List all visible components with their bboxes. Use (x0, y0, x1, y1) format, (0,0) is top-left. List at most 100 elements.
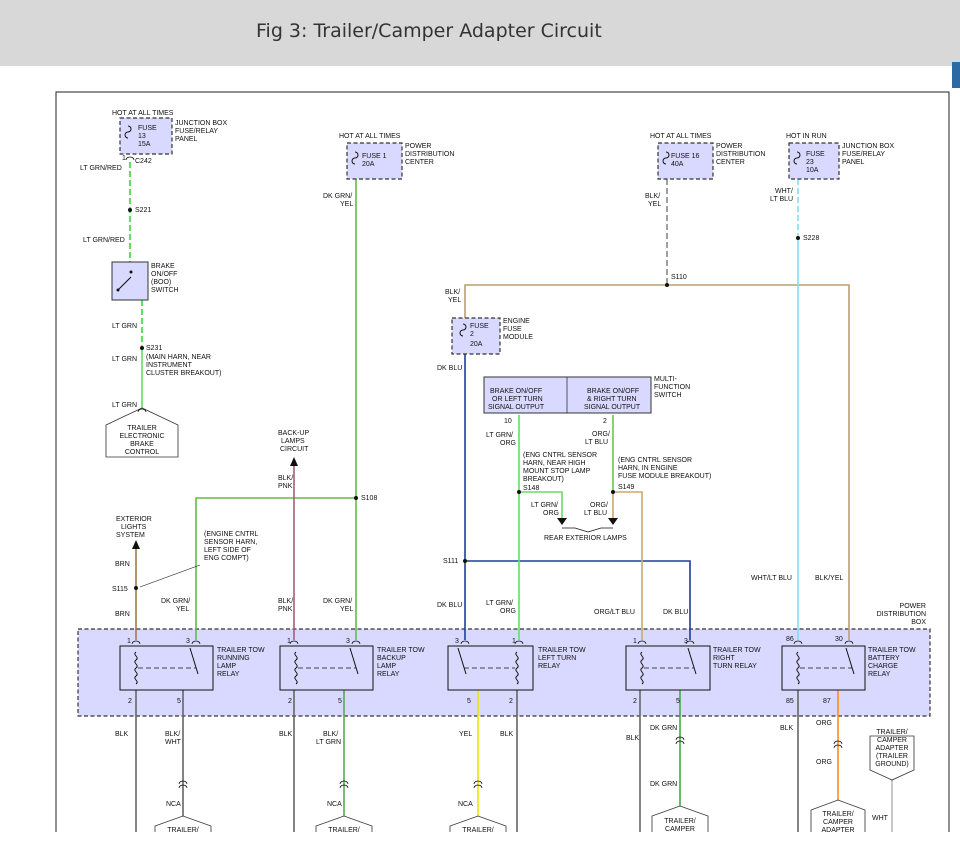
bottom-wire-labels: BLK BLK/ WHT NCA BLK BLK/ LT GRN NCA YEL… (115, 720, 889, 822)
svg-text:BLK/: BLK/ (445, 289, 460, 296)
svg-text:3: 3 (346, 638, 350, 645)
svg-text:BLK/: BLK/ (278, 475, 293, 482)
pdb-label-3: BOX (911, 619, 926, 626)
svg-text:BRN: BRN (115, 611, 130, 618)
svg-text:FUNCTION: FUNCTION (654, 384, 690, 391)
svg-text:5: 5 (467, 698, 471, 705)
svg-text:ORG: ORG (500, 440, 516, 447)
svg-text:20A: 20A (470, 341, 483, 348)
svg-text:DK BLU: DK BLU (663, 609, 688, 616)
svg-text:ON/OFF: ON/OFF (151, 271, 177, 278)
wire-labels: LT GRN/RED C242 1 S221 LT GRN/RED LT GRN… (80, 155, 844, 618)
svg-text:BRAKE: BRAKE (130, 441, 154, 448)
svg-text:BLK/YEL: BLK/YEL (815, 575, 844, 582)
svg-text:YEL: YEL (176, 606, 189, 613)
svg-text:TRAILER TOW: TRAILER TOW (538, 647, 586, 654)
svg-text:HOT AT ALL TIMES: HOT AT ALL TIMES (112, 110, 174, 117)
svg-text:MULTI-: MULTI- (654, 376, 677, 383)
svg-text:LT GRN/: LT GRN/ (486, 432, 513, 439)
svg-text:BLK/: BLK/ (323, 731, 338, 738)
svg-text:S228: S228 (803, 235, 819, 242)
svg-text:S115: S115 (112, 586, 128, 593)
svg-text:ADAPTER: ADAPTER (875, 745, 908, 752)
svg-text:DK BLU: DK BLU (437, 365, 462, 372)
svg-text:BACK-UP: BACK-UP (278, 430, 309, 437)
svg-text:HOT AT ALL TIMES: HOT AT ALL TIMES (650, 133, 712, 140)
svg-text:ORG: ORG (816, 720, 832, 727)
svg-text:PANEL: PANEL (842, 159, 865, 166)
svg-text:CONTROL: CONTROL (125, 449, 159, 456)
svg-text:TRAILER/: TRAILER/ (462, 827, 494, 834)
svg-text:LT BLU: LT BLU (585, 439, 608, 446)
svg-text:BLK: BLK (626, 735, 640, 742)
svg-text:1: 1 (127, 638, 131, 645)
svg-text:2: 2 (603, 418, 607, 425)
scroll-tab[interactable] (952, 62, 960, 88)
svg-text:BLK: BLK (500, 731, 514, 738)
relay-left-turn: 3 1 5 2 TRAILER TOW LEFT TURN RELAY (447, 638, 586, 705)
svg-text:CENTER: CENTER (405, 159, 434, 166)
svg-text:ORG/: ORG/ (592, 431, 610, 438)
svg-text:MOUNT STOP LAMP: MOUNT STOP LAMP (523, 468, 591, 475)
relay-backup-lamp: 1 3 2 5 TRAILER TOW BACKUP LAMP RELAY (279, 638, 425, 705)
svg-text:BLK: BLK (115, 731, 129, 738)
svg-text:TRAILER/: TRAILER/ (167, 827, 199, 834)
svg-text:DISTRIBUTION: DISTRIBUTION (716, 151, 765, 158)
svg-text:SIGNAL OUTPUT: SIGNAL OUTPUT (488, 404, 545, 411)
svg-text:WHT/LT BLU: WHT/LT BLU (751, 575, 792, 582)
trailer-connector-5: TRAILER/ CAMPER ADAPTER (810, 799, 866, 834)
svg-text:YEL: YEL (459, 731, 472, 738)
svg-text:(ENGINE CNTRL: (ENGINE CNTRL (204, 531, 259, 538)
svg-text:(ENG CNTRL SENSOR: (ENG CNTRL SENSOR (523, 452, 597, 459)
wire-lt-grn-org-branch (519, 491, 563, 518)
backup-arrow (290, 457, 298, 466)
svg-text:CAMPER: CAMPER (823, 819, 853, 826)
svg-text:& RIGHT TURN: & RIGHT TURN (587, 396, 637, 403)
bottom-connectors (178, 736, 843, 789)
svg-text:S110: S110 (671, 274, 687, 281)
svg-text:BRAKE: BRAKE (151, 263, 175, 270)
pdb-label-2: DISTRIBUTION (877, 611, 926, 618)
figure-title: Fig 3: Trailer/Camper Adapter Circuit (256, 20, 602, 42)
svg-text:20A: 20A (362, 161, 375, 168)
svg-text:FUSE: FUSE (806, 151, 825, 158)
svg-text:LT GRN/RED: LT GRN/RED (83, 237, 125, 244)
svg-text:2: 2 (633, 698, 637, 705)
svg-text:NCA: NCA (458, 801, 473, 808)
svg-text:BLK/: BLK/ (645, 193, 660, 200)
svg-text:(BOO): (BOO) (151, 279, 171, 286)
svg-text:ENGINE: ENGINE (503, 318, 530, 325)
svg-text:TRAILER/: TRAILER/ (664, 818, 696, 825)
svg-text:YEL: YEL (340, 606, 353, 613)
svg-text:1: 1 (512, 638, 516, 645)
svg-text:CENTER: CENTER (716, 159, 745, 166)
svg-text:ELECTRONIC: ELECTRONIC (119, 433, 164, 440)
svg-text:RIGHT: RIGHT (713, 655, 736, 662)
svg-text:BRAKE ON/OFF: BRAKE ON/OFF (490, 388, 542, 395)
svg-text:RELAY: RELAY (377, 671, 400, 678)
rear-arrow-left (557, 518, 567, 525)
svg-text:10: 10 (504, 418, 512, 425)
brake-switch: BRAKE ON/OFF (BOO) SWITCH (111, 261, 179, 301)
svg-text:30: 30 (835, 636, 843, 643)
svg-text:NCA: NCA (166, 801, 181, 808)
svg-text:ORG: ORG (816, 759, 832, 766)
svg-text:TRAILER TOW: TRAILER TOW (217, 647, 265, 654)
svg-text:OR LEFT TURN: OR LEFT TURN (492, 396, 543, 403)
svg-text:ADAPTER: ADAPTER (821, 827, 854, 834)
svg-text:YEL: YEL (448, 297, 461, 304)
svg-text:DK GRN/: DK GRN/ (161, 598, 190, 605)
diagram-frame (55, 91, 950, 832)
svg-text:PNK: PNK (278, 483, 293, 490)
svg-text:TRAILER: TRAILER (127, 425, 157, 432)
svg-text:SYSTEM: SYSTEM (116, 532, 145, 539)
svg-text:BLK: BLK (780, 725, 794, 732)
svg-text:S149: S149 (618, 484, 634, 491)
svg-text:85: 85 (786, 698, 794, 705)
trailer-connector-4: TRAILER/ CAMPER (651, 805, 709, 833)
fuse-16: HOT AT ALL TIMES FUSE 16 40A POWER DISTR… (650, 133, 765, 180)
s115-pointer (139, 564, 201, 588)
svg-text:NCA: NCA (327, 801, 342, 808)
svg-text:LT GRN: LT GRN (316, 739, 341, 746)
svg-text:ORG/LT BLU: ORG/LT BLU (594, 609, 635, 616)
